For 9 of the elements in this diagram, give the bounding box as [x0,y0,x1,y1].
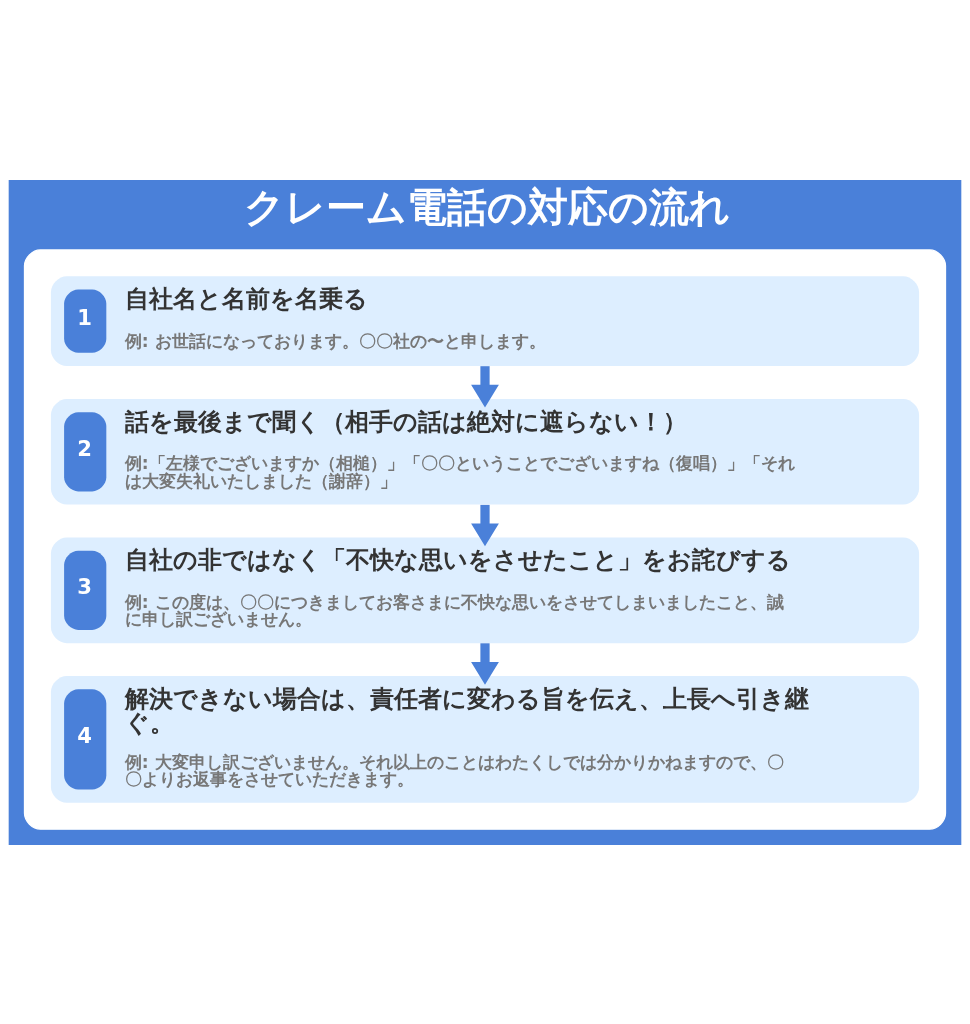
arrow [471,504,499,546]
node-box: 2 話を最後まで聞く（相手の話は絶対に遮らない！） 例:「左様でございますか（相槌）」「〇〇ということでございますね（復唱）」「それは大変失礼いたしました（謝辞）」 [50,398,920,505]
node-box: 4 解決できない場合は、責任者に変わる旨を伝え、上長へ引き継ぐ。 例: 大変申し訳ございません。それ以上のことはわたくしでは分かりかねますので、〇〇よりお返事をさせていただきます。 [50,675,920,803]
diagram-title: クレーム電話の対応の流れ [244,183,731,230]
cluster [23,248,947,830]
arrow [471,642,499,685]
node-box: 1 自社名と名前を名乗る 例: お世話になっております。〇〇社の〜と申します。 [50,275,920,366]
arrow [471,365,499,407]
node-box: 3 自社の非ではなく「不快な思いをさせたこと」をお詫びする 例: この度は、〇〇につきましてお客さまに不快な思いをさせてしまいましたこと、誠に申し訳ございません。 [50,537,920,643]
